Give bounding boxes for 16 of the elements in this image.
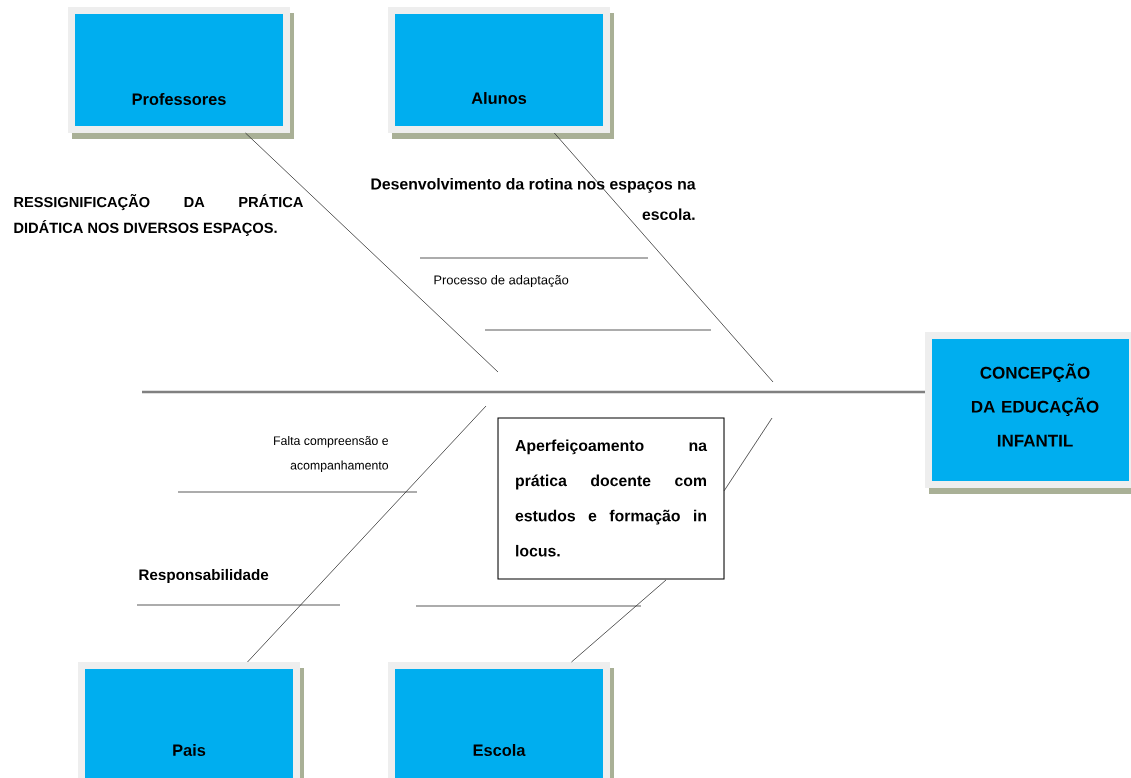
fishbone-line	[142, 390, 925, 394]
label-text: Falta compreensão e acompanhamento	[274, 436, 389, 473]
fishbone-line	[245, 132, 499, 373]
cause-box: Aperfeiçoamento na prática docente com estudos e formação in locus.	[497, 417, 725, 580]
category-box: Pais	[78, 662, 304, 778]
label-text: Responsabilidade	[139, 568, 269, 584]
effect-box: CONCEPÇÃO DA EDUCAÇÃO INFANTIL	[925, 332, 1131, 494]
label-text: Desenvolvimento da rotina nos espaços na escola.	[371, 177, 696, 221]
label-text: Processo de adaptação	[434, 275, 569, 288]
fishbone-line	[571, 417, 773, 663]
category-box: Alunos	[388, 7, 614, 139]
fishbone-line	[553, 132, 774, 383]
fishbone-line	[247, 405, 487, 663]
category-box: Escola	[388, 662, 614, 778]
label-text: RESSIGNIFICAÇÃO DA PRÁTICA DIDÁTICA NOS DIVERSOS ESPAÇOS.	[14, 194, 303, 236]
category-box: Professores	[68, 7, 294, 139]
